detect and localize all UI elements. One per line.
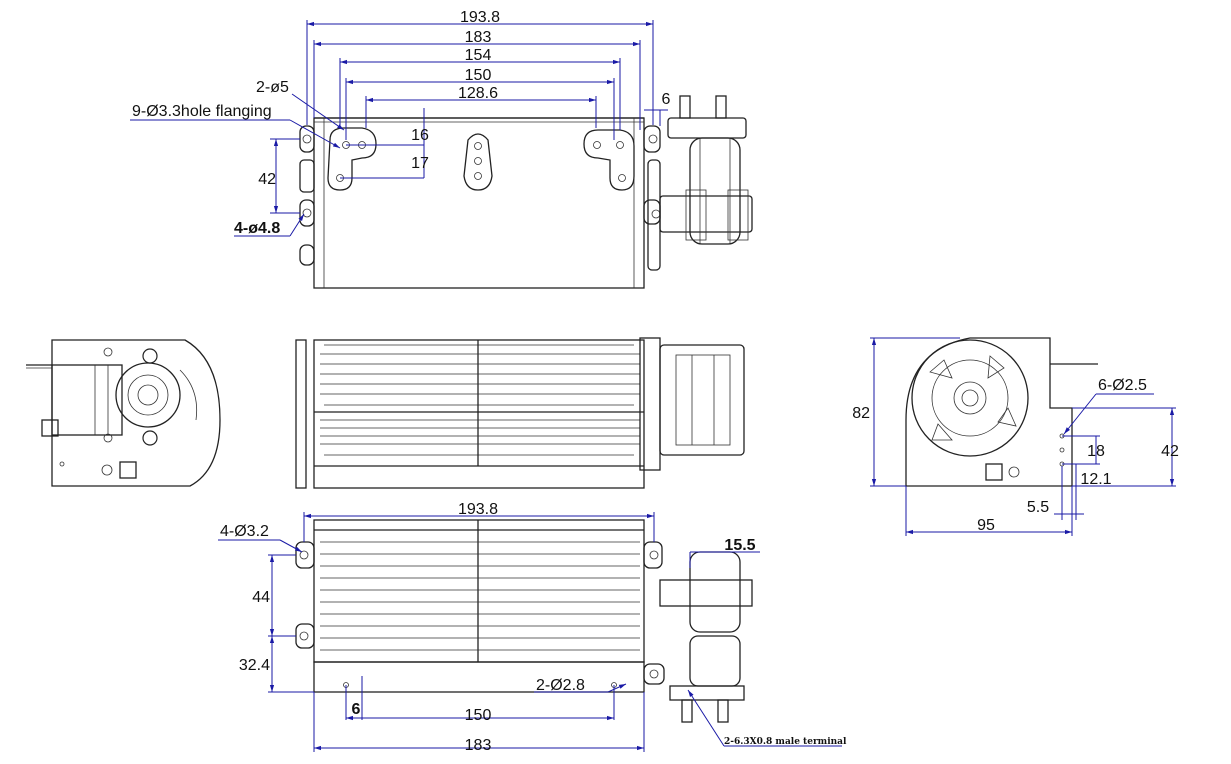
left-end-outline — [51, 339, 221, 487]
bottom-view: 193.8 15.5 44 32.4 6 150 183 4-Ø3.2 2-Ø2… — [218, 501, 847, 754]
front-housing — [313, 339, 645, 489]
dim-15-5: 15.5 — [724, 537, 755, 554]
top-view: 193.8 183 154 150 128.6 6 16 17 42 2-ø5 … — [130, 9, 753, 289]
dim-42-right: 42 — [1161, 443, 1179, 460]
dim-150-top: 150 — [465, 67, 492, 84]
dim-5-5: 5.5 — [1027, 499, 1049, 516]
dim-154: 154 — [465, 47, 492, 64]
right-fan-disc — [911, 339, 1029, 457]
note-4-holes-3-2: 4-Ø3.2 — [220, 523, 269, 540]
motor-terminal-block — [667, 117, 747, 139]
bottom-housing — [313, 519, 645, 663]
dim-16: 16 — [411, 127, 429, 144]
note-6-holes-2-5: 6-Ø2.5 — [1098, 377, 1147, 394]
front-motor — [659, 344, 745, 456]
dim-183-top: 183 — [465, 29, 492, 46]
dim-82: 82 — [852, 405, 870, 422]
dim-193-8-top: 193.8 — [460, 9, 500, 26]
left-fan-hub — [115, 362, 181, 428]
left-end-view — [26, 339, 221, 487]
bottom-motor — [689, 551, 741, 633]
bottom-blower-blades — [320, 541, 640, 651]
dim-32-4: 32.4 — [239, 657, 270, 674]
note-9-holes-flanging: 9-Ø3.3hole flanging — [132, 103, 272, 120]
dim-44: 44 — [252, 589, 270, 606]
motor-body — [689, 137, 741, 245]
right-mount-bracket — [583, 129, 635, 191]
dim-183-bottom: 183 — [465, 737, 492, 754]
dim-18: 18 — [1087, 443, 1105, 460]
dim-128-6: 128.6 — [458, 85, 498, 102]
dim-95: 95 — [977, 517, 995, 534]
note-2-holes-5: 2-ø5 — [256, 79, 289, 96]
note-male-terminal: 2-6.3X0.8 male terminal — [724, 737, 847, 747]
dim-6-bottom: 6 — [352, 701, 361, 718]
dim-150-bottom: 150 — [465, 707, 492, 724]
dim-17: 17 — [411, 155, 429, 172]
dim-12-1: 12.1 — [1080, 471, 1111, 488]
front-blower-blades — [320, 353, 640, 445]
middle-mount-bracket — [463, 133, 493, 191]
note-2-holes-2-8: 2-Ø2.8 — [536, 677, 585, 694]
front-view — [295, 337, 745, 489]
dim-6-top: 6 — [662, 91, 671, 108]
left-mount-bracket — [327, 127, 377, 191]
dim-42-top: 42 — [258, 171, 276, 188]
top-housing-outline — [313, 117, 645, 289]
right-end-view: 82 42 18 12.1 5.5 95 6-Ø2.5 — [852, 337, 1179, 536]
note-4-holes-4-8: 4-ø4.8 — [234, 220, 280, 237]
dim-193-8-bottom: 193.8 — [458, 501, 498, 518]
